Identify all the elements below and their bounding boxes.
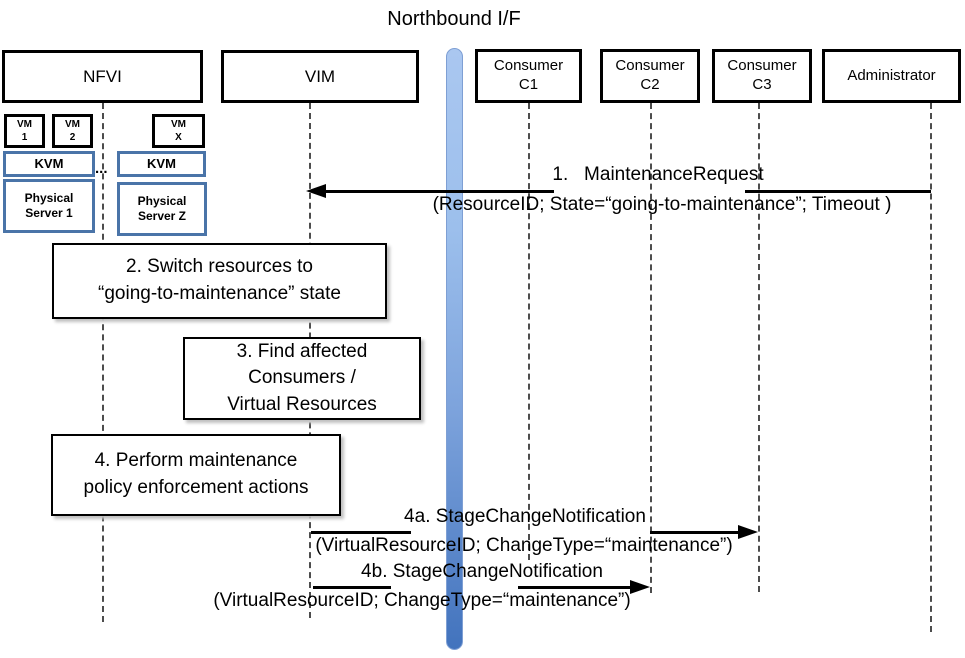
ellipsis-dots: ... <box>95 160 108 177</box>
arrowhead-msg1-left-icon <box>306 184 326 198</box>
msg1-title: 1. MaintenanceRequest <box>552 164 764 185</box>
activity-step3: 3. Find affected Consumers / Virtual Res… <box>183 337 421 420</box>
msg4a-line-left <box>311 531 411 534</box>
actor-box-consumer-c2: Consumer C2 <box>600 49 700 103</box>
diagram-title: Northbound I/F <box>387 8 521 30</box>
kvm-box-2: KVM <box>117 151 206 177</box>
activity-step2: 2. Switch resources to “going-to-mainten… <box>52 243 387 319</box>
lifeline-nfvi <box>102 103 104 622</box>
actor-box-consumer-c3: Consumer C3 <box>712 49 812 103</box>
vm-box-2: VM 2 <box>52 114 93 148</box>
msg4a-title: 4a. StageChangeNotification <box>404 506 646 527</box>
vm-box-x: VM X <box>152 114 205 148</box>
msg4a-params: (VirtualResourceID; ChangeType=“maintena… <box>315 535 733 556</box>
msg4b-params: (VirtualResourceID; ChangeType=“maintena… <box>213 590 631 611</box>
kvm-box-1: KVM <box>3 151 95 177</box>
actor-box-consumer-c1: Consumer C1 <box>475 49 582 103</box>
vm-box-1: VM 1 <box>4 114 45 148</box>
msg4b-title: 4b. StageChangeNotification <box>361 561 603 582</box>
lifeline-consumer-c1 <box>528 103 530 560</box>
physical-server-z-box: Physical Server Z <box>117 182 207 236</box>
lifeline-consumer-c2 <box>650 103 652 593</box>
activity-step4: 4. Perform maintenance policy enforcemen… <box>51 434 341 516</box>
msg1-line-left <box>322 190 554 193</box>
msg1-params: (ResourceID; State=“going-to-maintenance… <box>432 194 892 215</box>
lifeline-administrator <box>930 103 932 632</box>
actor-box-vim: VIM <box>221 50 419 103</box>
msg4b-line-left <box>313 586 391 589</box>
lifeline-consumer-c3 <box>758 103 760 592</box>
msg4a-line-right <box>650 531 739 534</box>
actor-box-administrator: Administrator <box>822 49 961 103</box>
northbound-interface-bar <box>446 48 463 650</box>
msg4b-line-right <box>518 586 631 589</box>
actor-box-nfvi: NFVI <box>2 50 203 103</box>
arrowhead-msg4b-right-icon <box>630 580 650 594</box>
arrowhead-msg4a-right-icon <box>738 525 758 539</box>
physical-server-1-box: Physical Server 1 <box>3 179 95 233</box>
msg1-line-right <box>745 190 931 193</box>
